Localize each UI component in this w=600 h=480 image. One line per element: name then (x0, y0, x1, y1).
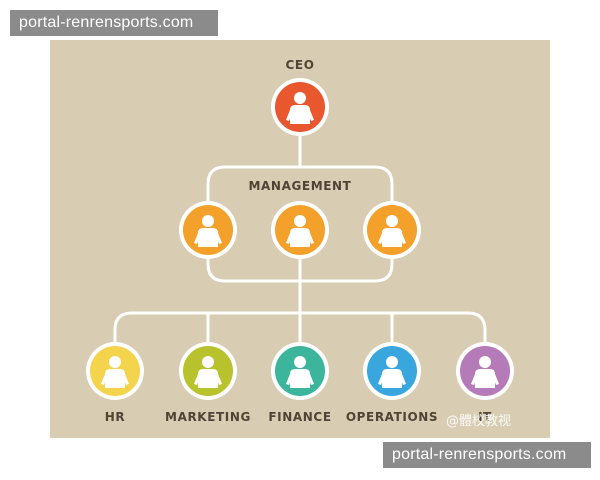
watermark-top: portal-renrensports.com (10, 10, 218, 36)
department-node-operations (363, 342, 421, 400)
department-node-hr (86, 342, 144, 400)
ceo-label: CEO (285, 58, 314, 72)
person-icon (471, 356, 499, 388)
department-label-hr: HR (105, 410, 125, 424)
person-icon (194, 215, 222, 247)
connectors (113, 134, 487, 345)
person-icon (101, 356, 129, 388)
management-node-3 (363, 201, 421, 259)
person-icon (378, 215, 406, 247)
person-icon (286, 215, 314, 247)
watermark-bottom: portal-renrensports.com (383, 442, 591, 468)
person-icon (286, 356, 314, 388)
department-node-it (456, 342, 514, 400)
management-node-2 (271, 201, 329, 259)
image-credit: @體校教视 (446, 414, 512, 429)
person-icon (194, 356, 222, 388)
management-bracket (206, 165, 394, 206)
department-node-finance (271, 342, 329, 400)
department-label-it: IT (478, 410, 492, 424)
ceo-node (271, 78, 329, 136)
department-label-finance: FINANCE (268, 410, 331, 424)
department-label-operations: OPERATIONS (346, 410, 438, 424)
department-node-marketing (179, 342, 237, 400)
department-label-marketing: MARKETING (165, 410, 251, 424)
person-icon (286, 92, 314, 124)
management-node-1 (179, 201, 237, 259)
management-label: MANAGEMENT (249, 179, 352, 193)
person-icon (378, 356, 406, 388)
